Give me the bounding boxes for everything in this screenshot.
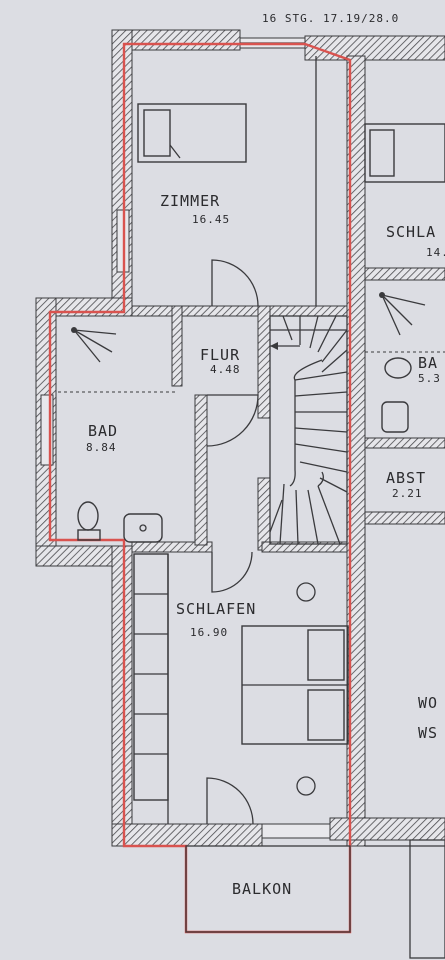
room-name-wo-neighbor: WO [418,694,438,712]
doors [206,259,259,825]
shower-icon-neighbor [379,292,426,336]
room-name-zimmer: ZIMMER [160,192,220,210]
room-name-balkon: BALKON [232,880,292,898]
room-name-ba-neighbor: BA [418,354,438,372]
plan-header: 16 STG. 17.19/28.0 [262,12,399,25]
furniture [58,56,445,959]
staircase [269,315,348,545]
room-name-schlafen: SCHLAFEN [176,600,256,618]
room-area-abst: 2.21 [392,487,423,500]
room-area-zimmer: 16.45 [192,213,230,226]
toilet-icon [77,501,101,541]
sink-icon [123,513,163,543]
room-name-flur: FLUR [200,346,240,364]
room-name-schla-neighbor: SCHLA [386,223,436,241]
room-name-ws-neighbor: WS [418,724,438,742]
walls [35,29,445,847]
shower-icon [71,327,117,363]
room-area-bad: 8.84 [86,441,117,454]
room-area-schla-neighbor: 14.3 [426,246,445,259]
room-name-bad: BAD [88,422,118,440]
room-labels: ZIMMER 16.45 FLUR 4.48 BAD 8.84 SCHLAFEN… [86,192,445,898]
room-area-flur: 4.48 [210,363,241,376]
room-name-abst: ABST [386,469,426,487]
apartment-outline [48,42,352,934]
room-area-schlafen: 16.90 [190,626,228,639]
room-area-ba-neighbor: 5.3 [418,372,441,385]
